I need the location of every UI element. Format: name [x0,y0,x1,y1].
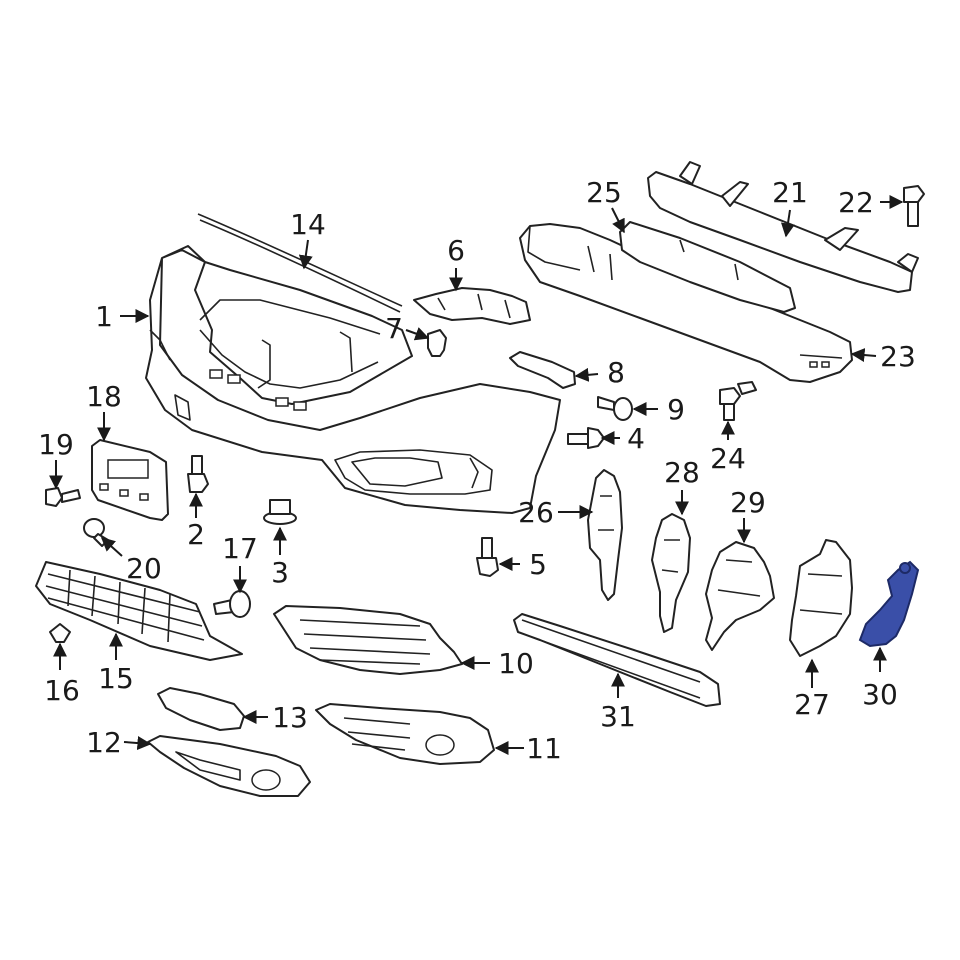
callout-23: 23 [880,340,916,373]
callout-22: 22 [838,186,874,219]
callout-29: 29 [730,486,766,519]
part-29-side-bracket [705,541,775,651]
callout-6: 6 [447,234,465,267]
part-18-license-bracket [91,439,169,521]
callout-3: 3 [271,556,289,589]
part-10-fog-grille-right [273,605,463,675]
callout-28: 28 [664,456,700,489]
part-9-screw [597,396,633,421]
callout-1: 1 [95,300,113,333]
part-31-lower-deflector [513,613,721,707]
callout-20: 20 [126,552,162,585]
callout-24: 24 [710,442,746,475]
part-11-fog-garnish-right [315,703,495,765]
callout-labels: 1 2 3 4 5 6 7 8 9 10 11 12 13 14 15 16 1… [38,176,916,765]
callout-13: 13 [272,701,308,734]
part-20-screw [83,518,109,547]
callout-19: 19 [38,428,74,461]
callout-2: 2 [187,518,205,551]
part-4-bolt [567,427,605,449]
callout-27: 27 [794,688,830,721]
callout-10: 10 [498,647,534,680]
part-21-reinforcement [647,161,919,293]
callout-25: 25 [586,176,622,209]
part-1-bumper-cover [145,245,561,514]
part-26-side-bracket [587,469,623,601]
callout-31: 31 [600,700,636,733]
callout-21: 21 [772,176,808,209]
part-27-side-bracket [789,539,853,657]
part-22-bolt [903,185,925,227]
part-19-screw [45,487,81,507]
part-17-bolt [213,590,251,618]
callout-15: 15 [98,662,134,695]
part-25-absorber-upper [619,221,796,313]
part-28-side-bracket [651,513,691,633]
callout-16: 16 [44,674,80,707]
part-15-lower-grille [35,561,243,661]
part-12-fog-garnish-left [147,735,311,797]
callout-9: 9 [667,393,685,426]
leader-lines [49,195,904,755]
callout-30: 30 [862,678,898,711]
part-13-tow-cover [157,687,245,731]
part-3-clip [263,499,297,525]
part-16-clip [49,623,71,643]
part-8-bracket [509,351,576,389]
part-24-bolt [719,381,757,421]
callout-12: 12 [86,726,122,759]
part-6-bracket [413,287,531,325]
callout-4: 4 [627,422,645,455]
callout-26: 26 [518,496,554,529]
callout-8: 8 [607,356,625,389]
callout-14: 14 [290,208,326,241]
part-2-bolt [187,455,209,493]
part-5-bolt [476,537,499,577]
callout-11: 11 [526,732,562,765]
callout-18: 18 [86,380,122,413]
callout-17: 17 [222,532,258,565]
callout-5: 5 [529,548,547,581]
part-30-highlighted-bracket [858,560,920,648]
callout-7: 7 [385,312,403,345]
part-7-clip [427,329,447,357]
